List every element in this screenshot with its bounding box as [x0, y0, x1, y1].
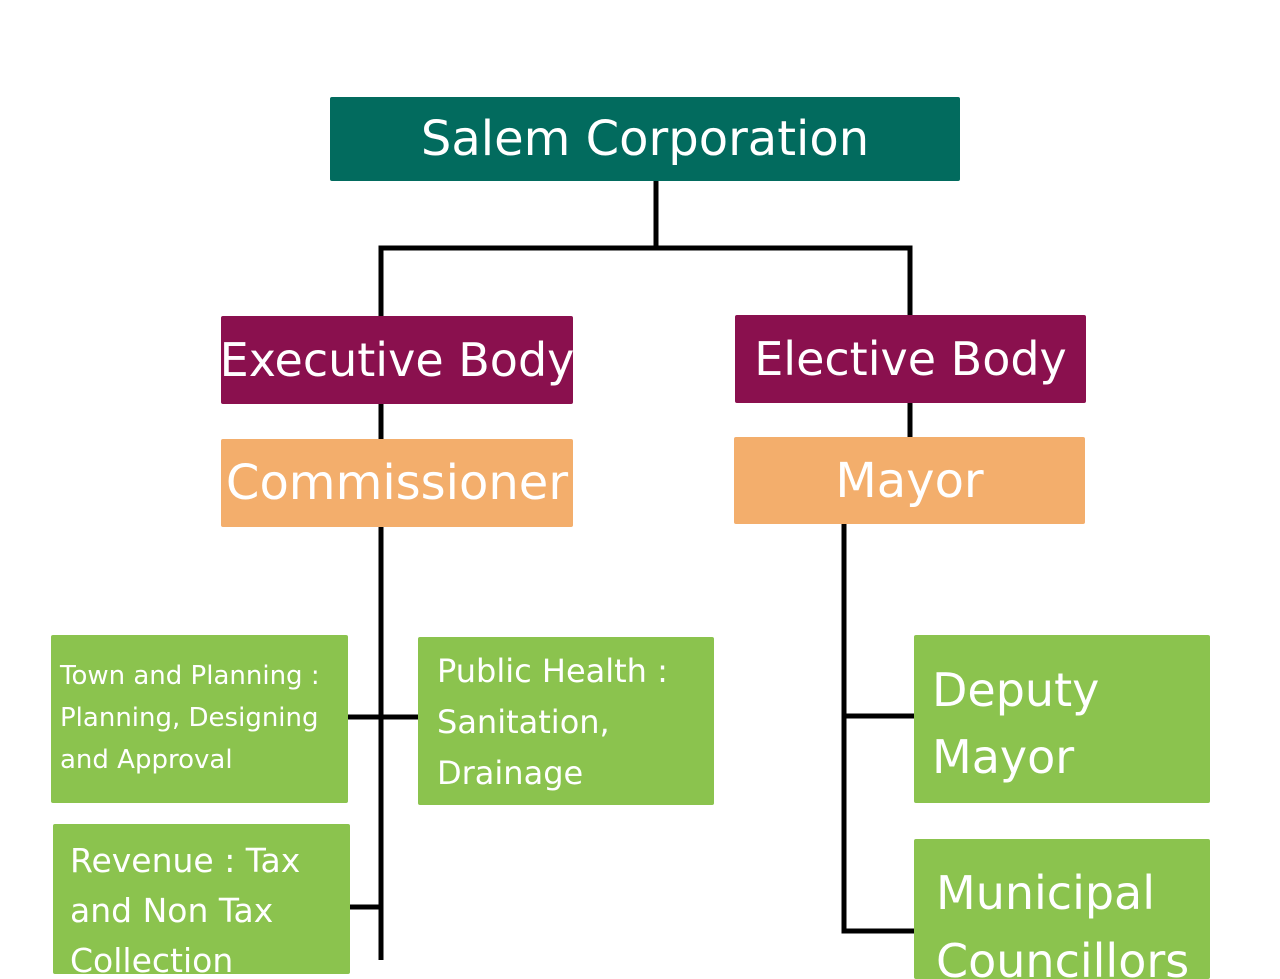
- node-commissioner-label: Commissioner: [225, 455, 569, 511]
- node-municipal-councillors: Municipal Councillors: [914, 839, 1210, 979]
- node-town-and-planning-label: Town and Planning : Planning, Designing …: [60, 661, 320, 775]
- connector-root-branches: [378, 245, 913, 318]
- node-salem-corporation-label: Salem Corporation: [420, 111, 870, 167]
- node-revenue-label: Revenue : Tax and Non Tax Collection: [70, 841, 301, 974]
- node-commissioner: Commissioner: [221, 439, 573, 527]
- node-salem-corporation: Salem Corporation: [330, 97, 960, 181]
- node-town-and-planning: Town and Planning : Planning, Designing …: [51, 635, 348, 803]
- node-mayor: Mayor: [734, 437, 1085, 524]
- node-public-health: Public Health : Sanitation, Drainage: [418, 637, 714, 805]
- node-executive-body: Executive Body: [221, 316, 573, 404]
- node-municipal-councillors-label: Municipal Councillors: [936, 866, 1190, 979]
- node-executive-body-label: Executive Body: [221, 333, 573, 387]
- node-mayor-label: Mayor: [835, 452, 984, 509]
- node-deputy-mayor: Deputy Mayor: [914, 635, 1210, 803]
- node-deputy-mayor-label: Deputy Mayor: [932, 663, 1100, 784]
- connector-mayor-spine: [841, 522, 914, 934]
- node-elective-body: Elective Body: [735, 315, 1086, 403]
- node-elective-body-label: Elective Body: [754, 332, 1067, 386]
- node-revenue: Revenue : Tax and Non Tax Collection: [53, 824, 350, 974]
- node-public-health-label: Public Health : Sanitation, Drainage: [437, 652, 668, 792]
